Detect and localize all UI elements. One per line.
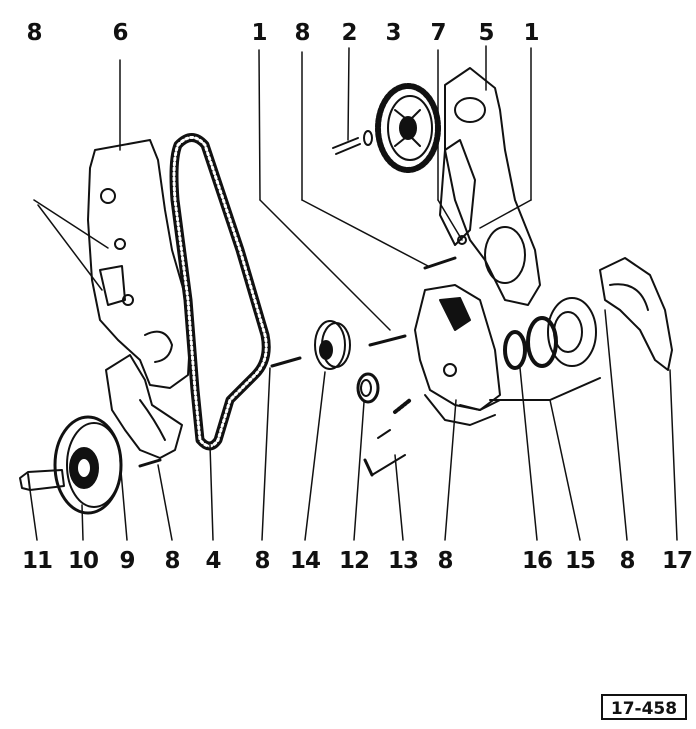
pump-housing (414, 284, 501, 426)
callout-bottom-4: 8 (164, 548, 180, 574)
callout-top-8: 5 (478, 20, 494, 46)
pulley-bolt (19, 469, 65, 491)
bolts (138, 256, 457, 468)
figure-id-box: 17-458 (601, 694, 687, 720)
callout-top-3: 1 (251, 20, 267, 46)
crankshaft-pulley (53, 415, 123, 515)
callout-bottom-12: 15 (564, 548, 596, 574)
callout-top-1: 8 (26, 20, 42, 46)
callout-top-9: 1 (523, 20, 539, 46)
callout-bottom-14: 17 (661, 548, 693, 574)
outer-belt-cover (87, 139, 191, 389)
lower-cover-plate (105, 354, 183, 459)
callout-top-2: 6 (112, 20, 128, 46)
camshaft-bolt (332, 130, 373, 155)
callout-bottom-8: 12 (338, 548, 370, 574)
callout-bottom-13: 8 (619, 548, 635, 574)
intermediate-shaft-cover (599, 257, 673, 371)
callout-bottom-5: 4 (205, 548, 221, 574)
callout-bottom-9: 13 (387, 548, 419, 574)
tensioner-pulley (314, 320, 351, 370)
rear-belt-guard (444, 67, 541, 306)
callout-top-6: 3 (385, 20, 401, 46)
callout-bottom-11: 16 (521, 548, 553, 574)
tensioner-pin (363, 398, 412, 477)
callout-top-5: 2 (341, 20, 357, 46)
leader-lines (29, 45, 678, 541)
callout-top-7: 7 (430, 20, 446, 46)
callout-bottom-10: 8 (437, 548, 453, 574)
callout-bottom-1: 11 (21, 548, 53, 574)
callout-bottom-7: 14 (289, 548, 321, 574)
callout-bottom-2: 10 (67, 548, 99, 574)
oil-seal (356, 372, 380, 404)
support-bracket (439, 139, 476, 246)
callout-bottom-3: 9 (119, 548, 135, 574)
camshaft-sprocket (375, 83, 441, 173)
callout-top-4: 8 (294, 20, 310, 46)
callout-bottom-6: 8 (254, 548, 270, 574)
timing-belt (169, 133, 271, 451)
